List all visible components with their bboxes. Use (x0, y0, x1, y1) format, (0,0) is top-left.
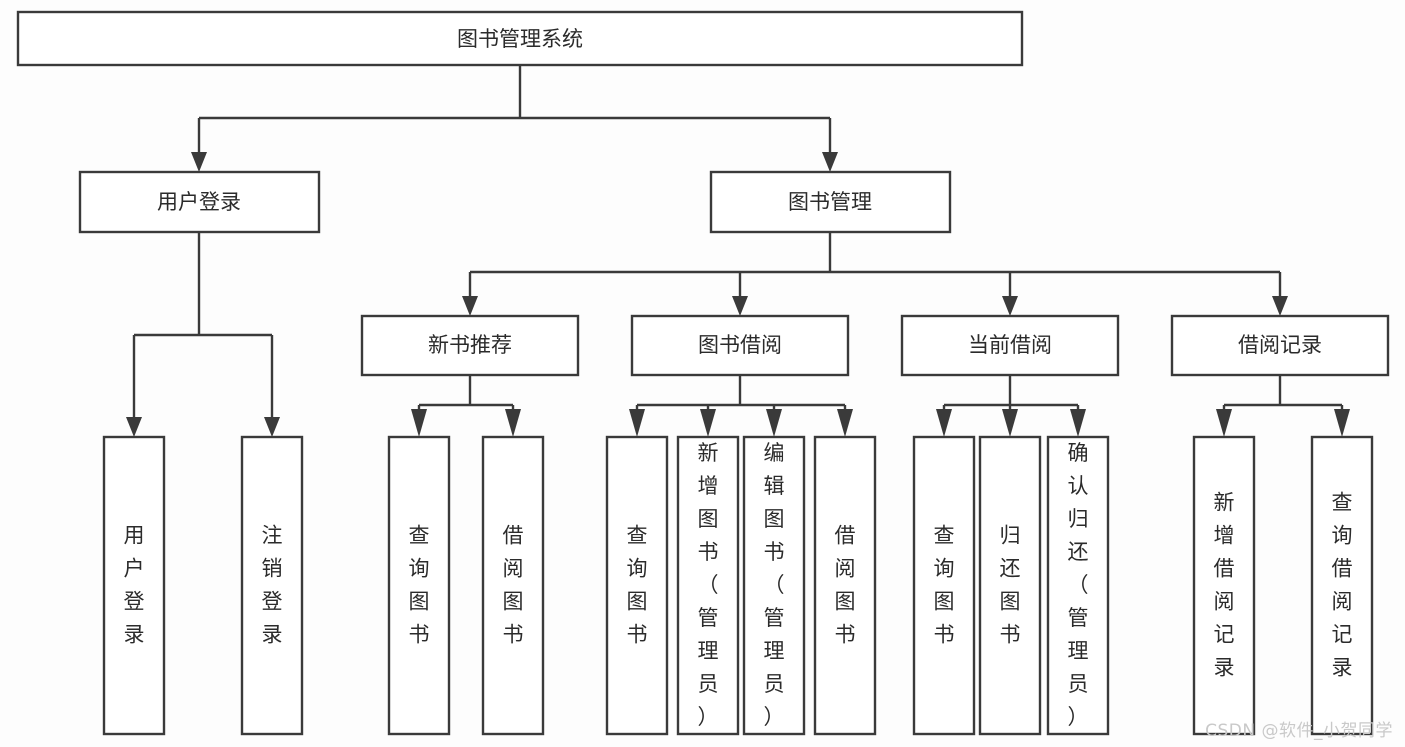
arrow-head-borrow-record (1272, 296, 1288, 316)
node-leaf-add-book-box[interactable] (676, 435, 740, 736)
node-borrow-record-box[interactable] (1170, 314, 1390, 377)
node-leaf-query-book-1-box[interactable] (387, 435, 451, 736)
node-leaf-edit-book[interactable]: 编辑图书（管理员） (742, 435, 806, 736)
node-leaf-borrow-book-2-box[interactable] (813, 435, 877, 736)
node-user-login[interactable]: 用户登录 (78, 170, 321, 234)
connector-group-book-manage (462, 232, 1288, 316)
arrow-head-book-manage (822, 152, 838, 172)
arrow-head-leaf-borrow-book-2 (837, 409, 853, 437)
node-new-book-rec-label: 新书推荐 (428, 333, 512, 357)
arrow-head-user-login (191, 152, 207, 172)
node-leaf-logout[interactable]: 注销登录 (240, 435, 304, 736)
node-leaf-user-login[interactable]: 用户登录 (102, 435, 166, 736)
node-leaf-confirm-return[interactable]: 确认归还（管理员） (1046, 435, 1110, 736)
connector-group-new-book-rec (411, 375, 521, 437)
node-book-borrow-label: 图书借阅 (698, 333, 782, 357)
node-current-borrow-box[interactable] (900, 314, 1120, 377)
arrow-head-new-book-rec (462, 296, 478, 316)
connector-group-user-login (126, 232, 280, 437)
node-leaf-borrow-book-1-label: 借阅图书 (503, 524, 524, 647)
node-current-borrow[interactable]: 当前借阅 (900, 314, 1120, 377)
node-leaf-confirm-return-box[interactable] (1046, 435, 1110, 736)
arrow-head-leaf-confirm-return (1070, 409, 1086, 437)
node-borrow-record-label: 借阅记录 (1238, 333, 1322, 357)
node-user-login-box[interactable] (78, 170, 321, 234)
node-leaf-return-book-label: 归还图书 (1000, 524, 1021, 647)
node-leaf-query-record-label: 查询借阅记录 (1332, 491, 1353, 680)
node-leaf-borrow-book-1[interactable]: 借阅图书 (481, 435, 545, 736)
node-leaf-borrow-book-2-label: 借阅图书 (835, 524, 856, 647)
node-leaf-borrow-book-1-box[interactable] (481, 435, 545, 736)
arrow-head-leaf-query-book-2 (629, 409, 645, 437)
arrow-head-leaf-query-book-1 (411, 409, 427, 437)
connector-group-borrow-record (1216, 375, 1350, 437)
node-root-label: 图书管理系统 (457, 27, 583, 51)
node-leaf-query-book-3-label: 查询图书 (934, 524, 955, 647)
arrow-head-leaf-add-book (700, 409, 716, 437)
arrow-head-leaf-edit-book (766, 409, 782, 437)
node-leaf-edit-book-box[interactable] (742, 435, 806, 736)
node-leaf-user-login-box[interactable] (102, 435, 166, 736)
node-book-manage-box[interactable] (709, 170, 952, 234)
node-leaf-query-book-1-label: 查询图书 (409, 524, 430, 647)
node-leaf-query-book-3[interactable]: 查询图书 (912, 435, 976, 736)
node-leaf-return-book-box[interactable] (978, 435, 1042, 736)
node-book-borrow-box[interactable] (630, 314, 850, 377)
connector-group-root (191, 65, 838, 172)
node-leaf-query-record[interactable]: 查询借阅记录 (1310, 435, 1374, 736)
arrow-head-leaf-query-record (1334, 409, 1350, 437)
arrow-head-leaf-query-book-3 (936, 409, 952, 437)
connector-group-book-borrow (629, 375, 853, 437)
node-leaf-add-book[interactable]: 新增图书（管理员） (676, 435, 740, 736)
node-leaf-logout-label: 注销登录 (262, 524, 283, 647)
node-leaf-query-book-2-box[interactable] (605, 435, 669, 736)
node-leaf-add-record-box[interactable] (1192, 435, 1256, 736)
arrow-head-current-borrow (1002, 296, 1018, 316)
node-leaf-query-record-box[interactable] (1310, 435, 1374, 736)
arrow-head-leaf-user-login (126, 417, 142, 437)
node-leaf-add-record[interactable]: 新增借阅记录 (1192, 435, 1256, 736)
node-leaf-add-record-label: 新增借阅记录 (1214, 491, 1235, 680)
node-leaf-query-book-2-label: 查询图书 (627, 524, 648, 647)
node-leaf-add-book-label: 新增图书（管理员） (698, 441, 719, 729)
connector-group-current-borrow (936, 375, 1086, 437)
arrow-head-book-borrow (732, 296, 748, 316)
node-leaf-query-book-1[interactable]: 查询图书 (387, 435, 451, 736)
arrow-head-leaf-borrow-book-1 (505, 409, 521, 437)
arrow-head-leaf-return-book (1002, 409, 1018, 437)
arrow-head-leaf-logout (264, 417, 280, 437)
node-root-box[interactable] (16, 10, 1024, 67)
node-leaf-return-book[interactable]: 归还图书 (978, 435, 1042, 736)
node-borrow-record[interactable]: 借阅记录 (1170, 314, 1390, 377)
node-leaf-user-login-label: 用户登录 (124, 524, 145, 647)
node-leaf-logout-box[interactable] (240, 435, 304, 736)
node-book-manage[interactable]: 图书管理 (709, 170, 952, 234)
node-new-book-rec-box[interactable] (360, 314, 580, 377)
arrow-head-leaf-add-record (1216, 409, 1232, 437)
node-current-borrow-label: 当前借阅 (968, 333, 1052, 357)
node-user-login-label: 用户登录 (157, 190, 241, 214)
node-leaf-edit-book-label: 编辑图书（管理员） (764, 441, 785, 729)
node-new-book-rec[interactable]: 新书推荐 (360, 314, 580, 377)
node-book-borrow[interactable]: 图书借阅 (630, 314, 850, 377)
node-leaf-query-book-3-box[interactable] (912, 435, 976, 736)
node-leaf-confirm-return-label: 确认归还（管理员） (1068, 441, 1089, 729)
node-leaf-borrow-book-2[interactable]: 借阅图书 (813, 435, 877, 736)
node-root[interactable]: 图书管理系统 (16, 10, 1024, 67)
node-book-manage-label: 图书管理 (788, 190, 872, 214)
node-leaf-query-book-2[interactable]: 查询图书 (605, 435, 669, 736)
